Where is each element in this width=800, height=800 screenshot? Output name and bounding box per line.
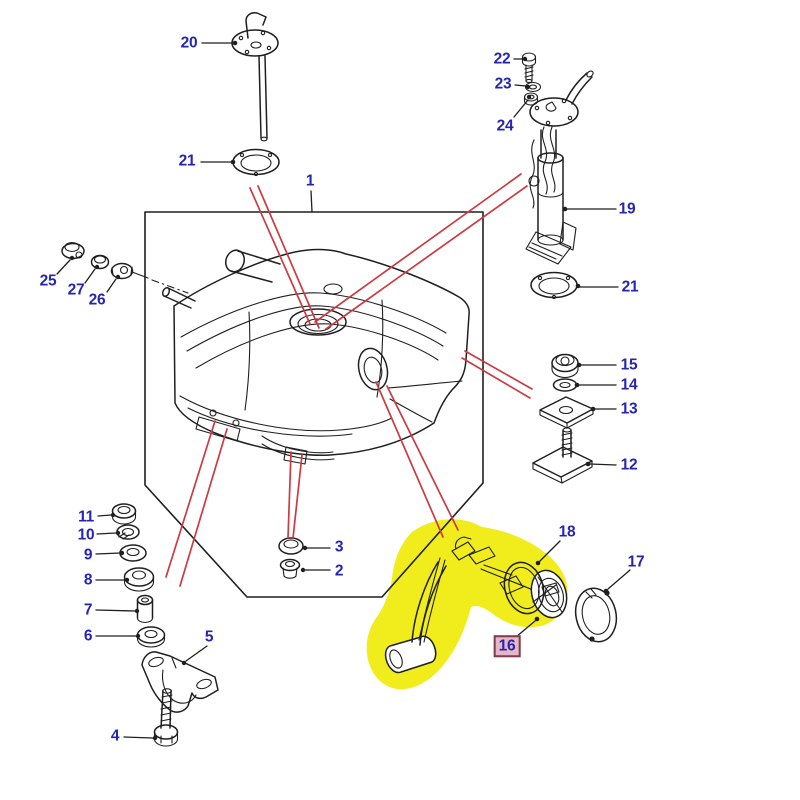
part-label-16-selected[interactable]: 16: [493, 635, 521, 657]
part-26-nut: [110, 262, 189, 294]
part-label-13[interactable]: 13: [620, 400, 638, 418]
part-17-locking-ring: [574, 587, 618, 643]
part-label-1[interactable]: 1: [305, 172, 315, 190]
part-12-stud-plate: [532, 427, 593, 484]
part-label-6[interactable]: 6: [83, 627, 93, 645]
part-label-18[interactable]: 18: [558, 523, 576, 541]
part-label-21-left[interactable]: 21: [178, 152, 196, 170]
part-20-pickup-pipe: [231, 12, 279, 142]
part-label-14[interactable]: 14: [620, 376, 638, 394]
part-label-20[interactable]: 20: [180, 34, 198, 52]
part-8-spacer-washer: [123, 567, 155, 592]
part-label-11[interactable]: 11: [78, 508, 94, 526]
part-21-seal-ring-right: [530, 271, 578, 300]
part-6-washer: [136, 626, 166, 648]
detail-view-box: [144, 211, 484, 598]
part-1-fuel-tank: [161, 248, 470, 465]
part-label-15[interactable]: 15: [620, 356, 638, 374]
part-label-27[interactable]: 27: [67, 281, 85, 299]
part-18-sealing-ring: [503, 561, 545, 615]
part-label-8[interactable]: 8: [83, 571, 93, 589]
part-label-5[interactable]: 5: [204, 628, 214, 646]
part-19-fuel-pump-sender: [525, 70, 594, 265]
red-reference-lines: [165, 173, 533, 587]
part-27-seal-washer: [90, 254, 110, 270]
part-label-26[interactable]: 26: [88, 291, 106, 309]
part-label-17[interactable]: 17: [627, 553, 645, 571]
part-label-2[interactable]: 2: [334, 562, 344, 580]
part-21-seal-ring-left: [232, 148, 280, 177]
leader-lines: [56, 40, 631, 741]
part-label-19[interactable]: 19: [618, 200, 636, 218]
part-label-7[interactable]: 7: [83, 601, 93, 619]
part-15-nut: [551, 353, 579, 379]
part-label-4[interactable]: 4: [110, 727, 120, 745]
part-label-21-right[interactable]: 21: [621, 278, 639, 296]
part-5-bracket: [141, 651, 219, 713]
part-11-nut: [111, 503, 137, 525]
part-label-3[interactable]: 3: [334, 538, 344, 556]
part-2-plug: [279, 558, 301, 579]
part-label-22[interactable]: 22: [493, 50, 511, 68]
part-label-12[interactable]: 12: [620, 456, 638, 474]
part-label-25[interactable]: 25: [39, 272, 57, 290]
part-14-washer: [552, 378, 578, 392]
part-label-9[interactable]: 9: [83, 546, 93, 564]
part-label-10[interactable]: 10: [77, 526, 95, 544]
part-13-plate: [539, 396, 594, 429]
part-label-24[interactable]: 24: [496, 117, 514, 135]
part-3-grommet: [278, 537, 304, 555]
part-10-lock-washer: [116, 524, 140, 540]
part-4-bolt: [153, 688, 179, 747]
part-label-23[interactable]: 23: [494, 75, 512, 93]
part-7-bush: [136, 594, 154, 624]
